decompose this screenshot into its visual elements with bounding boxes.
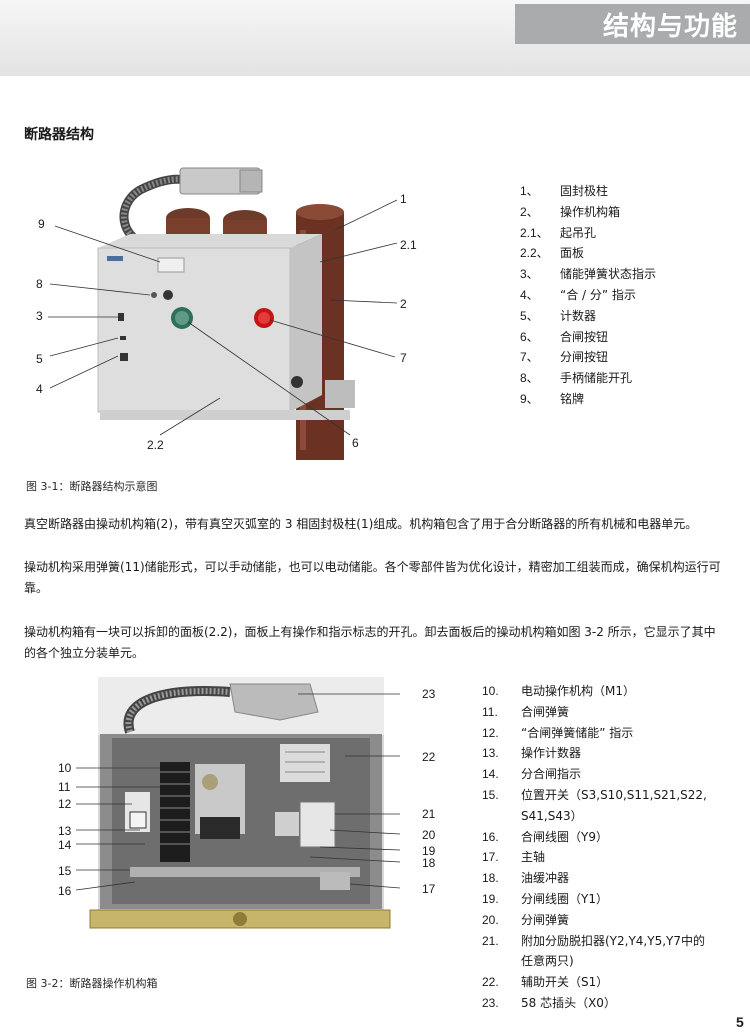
legend-item: 1、固封极柱 [520,184,609,198]
callout-9: 9 [38,217,45,231]
legend-item: 22.辅助开关（S1） [482,975,609,990]
callout-13: 13 [58,824,72,838]
legend-item: 3、储能弹簧状态指示 [520,267,657,282]
legend-figure2: 10.电动操作机构（M1） 11.合闸弹簧 12.“合闸弹簧储能” 指示 13.… [482,681,707,1014]
legend-item: 13.操作计数器 [482,746,582,761]
callout-3: 3 [36,309,43,323]
callout-4: 4 [36,382,43,396]
callout-23: 23 [422,687,436,701]
legend-item: 16.合闸线圈（Y9） [482,829,608,844]
callout-18: 18 [422,856,436,870]
legend-item: 6、合闸按钮 [520,329,609,344]
legend-item: S41,S43） [521,808,583,823]
legend-item: 10.电动操作机构（M1） [482,684,635,698]
paragraph-1: 真空断路器由操动机构箱(2)，带有真空灭弧室的 3 相固封极柱(1)组成。机构箱… [24,517,698,531]
legend-item: 2.2、面板 [520,246,585,261]
legend-item: 8、手柄储能开孔 [520,371,633,386]
figure-breaker-structure: 9 8 3 5 4 1 2.1 2 7 6 2.2 [0,150,430,460]
figure-operating-mechanism: 10 11 12 13 14 15 16 23 22 21 20 19 18 1… [20,672,450,942]
legend-item: 23.58 芯插头（X0） [482,995,616,1010]
legend-item: 19.分闸线圈（Y1） [482,891,608,906]
callout-2-1: 2.1 [400,238,417,252]
callout-7: 7 [400,351,407,365]
legend-item: 14.分合闸指示 [482,767,582,782]
callout-15: 15 [58,864,72,878]
legend-item: 2.1、起吊孔 [520,225,597,240]
legend-item: 20.分闸弹簧 [482,912,570,927]
callout-5: 5 [36,352,43,366]
page-number: 5 [736,1014,744,1030]
legend-item: 17.主轴 [482,850,546,865]
callout-10: 10 [58,761,72,775]
callout-16: 16 [58,884,72,898]
callout-2-2: 2.2 [147,438,164,452]
callout-11: 11 [58,780,71,794]
legend-item: 7、分闸按钮 [520,350,609,365]
callout-6: 6 [352,436,359,450]
legend-item: 任意两只) [521,954,574,969]
callout-21: 21 [422,807,436,821]
legend-item: 15.位置开关（S3,S10,S11,S21,S22, [482,787,707,802]
callout-14: 14 [58,838,72,852]
callout-2: 2 [400,297,407,311]
callout-17: 17 [422,882,436,896]
legend-item: 18.油缓冲器 [482,871,570,886]
legend-item: 4、“合 / 分” 指示 [520,287,636,302]
callout-1: 1 [400,192,407,206]
legend-figure1: 1、固封极柱 2、操作机构箱 2.1、起吊孔 2.2、面板 3、储能弹簧状态指示… [520,181,656,410]
callout-22: 22 [422,750,436,764]
legend-item: 2、操作机构箱 [520,204,621,219]
callout-8: 8 [36,277,43,291]
callout-20: 20 [422,828,436,842]
paragraph-2: 操动机构采用弹簧(11)储能形式，可以手动储能，也可以电动储能。各个零部件皆为优… [24,560,721,595]
callout-19: 19 [422,844,436,858]
figure2-caption: 图 3-2：断路器操作机构箱 [26,977,158,990]
callout-12: 12 [58,797,72,811]
section-heading: 断路器结构 [24,127,94,143]
paragraph-3: 操动机构箱有一块可以拆卸的面板(2.2)，面板上有操作和指示标志的开孔。卸去面板… [24,625,716,660]
legend-item: 9、铭牌 [520,391,585,406]
legend-item: 12.“合闸弹簧储能” 指示 [482,725,634,740]
section-title: 结构与功能 [515,4,750,44]
legend-item: 5、计数器 [520,308,597,323]
legend-item: 21.附加分励脱扣器(Y2,Y4,Y5,Y7中的 [482,933,705,948]
legend-item: 11.合闸弹簧 [482,704,570,719]
figure1-caption: 图 3-1：断路器结构示意图 [26,480,158,493]
